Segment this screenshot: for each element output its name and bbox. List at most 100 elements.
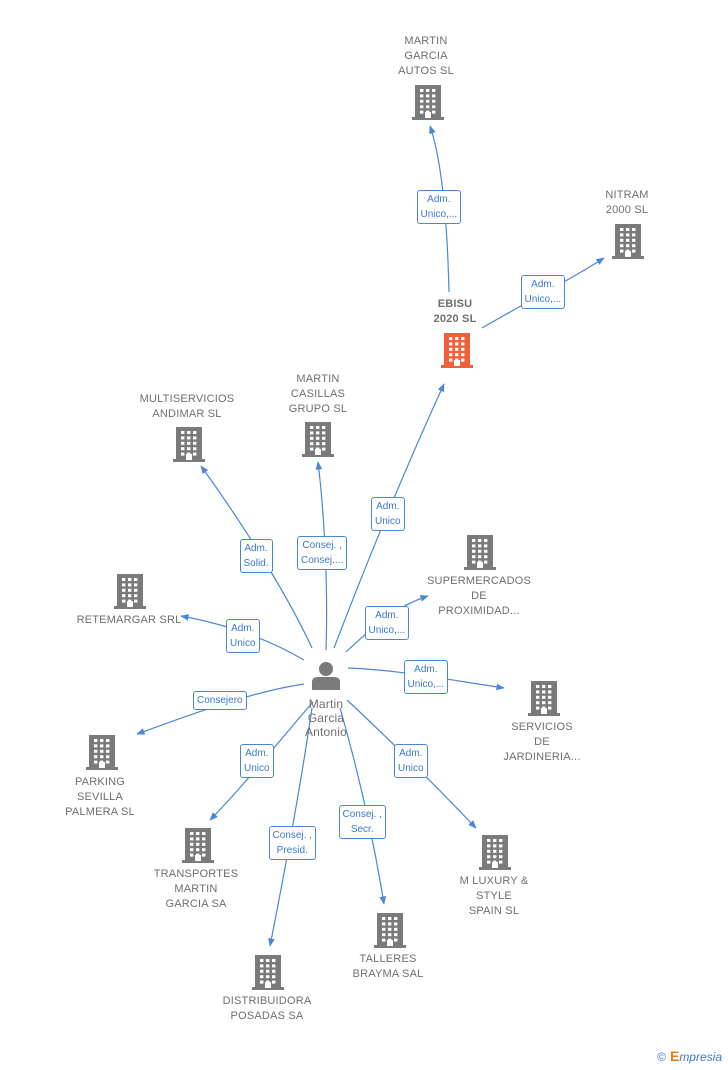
- edge-label-talleres[interactable]: Consej. , Secr.: [338, 805, 386, 839]
- edge-label-line: Consej. ,: [342, 809, 382, 820]
- company-label-ebisu[interactable]: EBISU 2020 SL: [390, 297, 520, 327]
- edge-label-line: Unico: [398, 763, 424, 774]
- empresia-logo-text: mpresia: [679, 1050, 722, 1064]
- edge-label-line: Unico: [230, 638, 256, 649]
- company-label-line: GRUPO SL: [288, 403, 348, 415]
- company-label-line: CASILLAS: [290, 388, 346, 400]
- company-label-line: DE: [534, 736, 550, 748]
- edge-label-line: Adm.: [375, 610, 399, 621]
- company-label-line: BRAYMA SAL: [352, 968, 424, 980]
- company-label-line: ANDIMAR SL: [152, 408, 222, 420]
- edge-label-line: Adm.: [245, 748, 269, 759]
- edge-label-line: Unico,...: [420, 209, 458, 220]
- edge-label-mluxury[interactable]: Adm.Unico: [394, 744, 428, 778]
- building-icon[interactable]: [182, 828, 214, 863]
- company-label-multiservicios[interactable]: MULTISERVICIOS ANDIMAR SL: [122, 392, 252, 422]
- company-label-line: PALMERA SL: [65, 806, 135, 818]
- edge-label-nitram[interactable]: Adm. Unico,...: [520, 275, 566, 309]
- company-label-line: SUPERMERCADOS: [426, 575, 532, 587]
- edge-label-line: Unico,...: [368, 625, 406, 636]
- company-label-line: STYLE: [476, 890, 512, 902]
- building-icon[interactable]: [252, 955, 284, 990]
- edge-label-parking[interactable]: Consejero: [193, 690, 247, 710]
- edge-label-line: Unico: [375, 516, 401, 527]
- company-label-line: 2020 SL: [433, 313, 477, 325]
- edge-label-line: Adm.: [231, 623, 255, 634]
- person-label-line: Garcia: [307, 711, 345, 725]
- company-label-talleres[interactable]: TALLERES BRAYMA SAL: [323, 952, 453, 982]
- building-icon[interactable]: [173, 427, 205, 462]
- person-label-line: Antonio: [304, 725, 348, 739]
- company-label-line: PARKING: [74, 776, 126, 788]
- edge-label-supermercados[interactable]: Adm. Unico,...: [364, 606, 410, 640]
- person-icon[interactable]: [312, 662, 340, 690]
- building-icon[interactable]: [114, 574, 146, 609]
- edge-label-line: Consej. ,: [272, 830, 312, 841]
- building-icon[interactable]: [412, 85, 444, 120]
- company-label-line: JARDINERIA...: [503, 751, 581, 763]
- edge-label-line: Consej....: [301, 555, 344, 566]
- company-label-line: EBISU: [437, 298, 473, 310]
- building-icon[interactable]: [374, 913, 406, 948]
- company-label-line: TRANSPORTES: [153, 868, 239, 880]
- company-label-line: POSADAS SA: [230, 1010, 304, 1022]
- edge-label-line: Adm.: [376, 501, 400, 512]
- edge-label-ebisu[interactable]: Adm. Unico: [371, 497, 405, 531]
- company-label-line: DISTRIBUIDORA: [222, 995, 312, 1007]
- company-label-line: PROXIMIDAD...: [438, 605, 520, 617]
- company-label-line: RETEMARGAR SRL: [76, 614, 182, 626]
- edge-label-line: Consejero: [197, 694, 243, 706]
- building-icon[interactable]: [479, 835, 511, 870]
- edge-label-line: Consej. ,: [302, 540, 342, 551]
- edge-label-line: Secr.: [350, 824, 374, 835]
- building-icon[interactable]: [528, 681, 560, 716]
- edge-label-martin_garcia_autos[interactable]: Adm.Unico,...: [416, 190, 462, 224]
- empresia-watermark: ©Empresia: [657, 1048, 722, 1064]
- company-label-line: MARTIN: [404, 35, 448, 47]
- company-label-transportes[interactable]: TRANSPORTES MARTIN GARCIA SA: [131, 867, 261, 912]
- company-label-servicios[interactable]: SERVICIOS DE JARDINERIA...: [477, 720, 607, 765]
- company-label-line: MULTISERVICIOS: [139, 393, 235, 405]
- company-label-supermercados[interactable]: SUPERMERCADOS DE PROXIMIDAD...: [414, 574, 544, 619]
- building-icon[interactable]: [302, 422, 334, 457]
- person-label-line: Martin: [308, 697, 344, 711]
- edge-label-line: Adm.: [531, 279, 555, 290]
- company-label-martin-casillas[interactable]: MARTIN CASILLAS GRUPO SL: [253, 372, 383, 417]
- building-icon[interactable]: [86, 735, 118, 770]
- edge-label-martin_casillas[interactable]: Consej. , Consej....: [297, 536, 348, 570]
- building-icon[interactable]: [464, 535, 496, 570]
- edge-label-retemargar[interactable]: Adm. Unico: [226, 619, 260, 653]
- empresia-logo-initial: E: [669, 1048, 680, 1064]
- edge-label-transportes[interactable]: Adm. Unico: [240, 744, 274, 778]
- edge-label-distribuidora[interactable]: Consej. ,Presid.: [268, 826, 316, 860]
- edge-label-line: Solid.: [243, 558, 269, 569]
- company-label-line: DE: [471, 590, 487, 602]
- edge-person-to-talleres: [339, 707, 387, 905]
- edge-label-multiservicios[interactable]: Adm. Solid.: [239, 539, 273, 573]
- edge-label-line: Unico: [244, 763, 270, 774]
- edge-label-line: Unico,...: [407, 679, 445, 690]
- edge-label-line: Adm.: [414, 664, 438, 675]
- edge-label-line: Unico,...: [524, 294, 562, 305]
- company-label-retemargar[interactable]: RETEMARGAR SRL: [64, 613, 194, 628]
- company-label-distribuidora[interactable]: DISTRIBUIDORA POSADAS SA: [202, 994, 332, 1024]
- company-label-line: GARCIA SA: [165, 898, 227, 910]
- company-label-line: MARTIN: [296, 373, 340, 385]
- company-label-line: NITRAM: [605, 189, 649, 201]
- company-label-line: AUTOS SL: [398, 65, 454, 77]
- company-label-line: M LUXURY &: [459, 875, 529, 887]
- building-icon[interactable]: [441, 333, 473, 368]
- edge-label-servicios[interactable]: Adm. Unico,...: [403, 660, 449, 694]
- edge-label-line: Adm.: [244, 543, 268, 554]
- company-label-line: MARTIN: [174, 883, 218, 895]
- company-label-line: SERVICIOS: [511, 721, 573, 733]
- building-icon[interactable]: [612, 224, 644, 259]
- company-label-line: TALLERES: [359, 953, 417, 965]
